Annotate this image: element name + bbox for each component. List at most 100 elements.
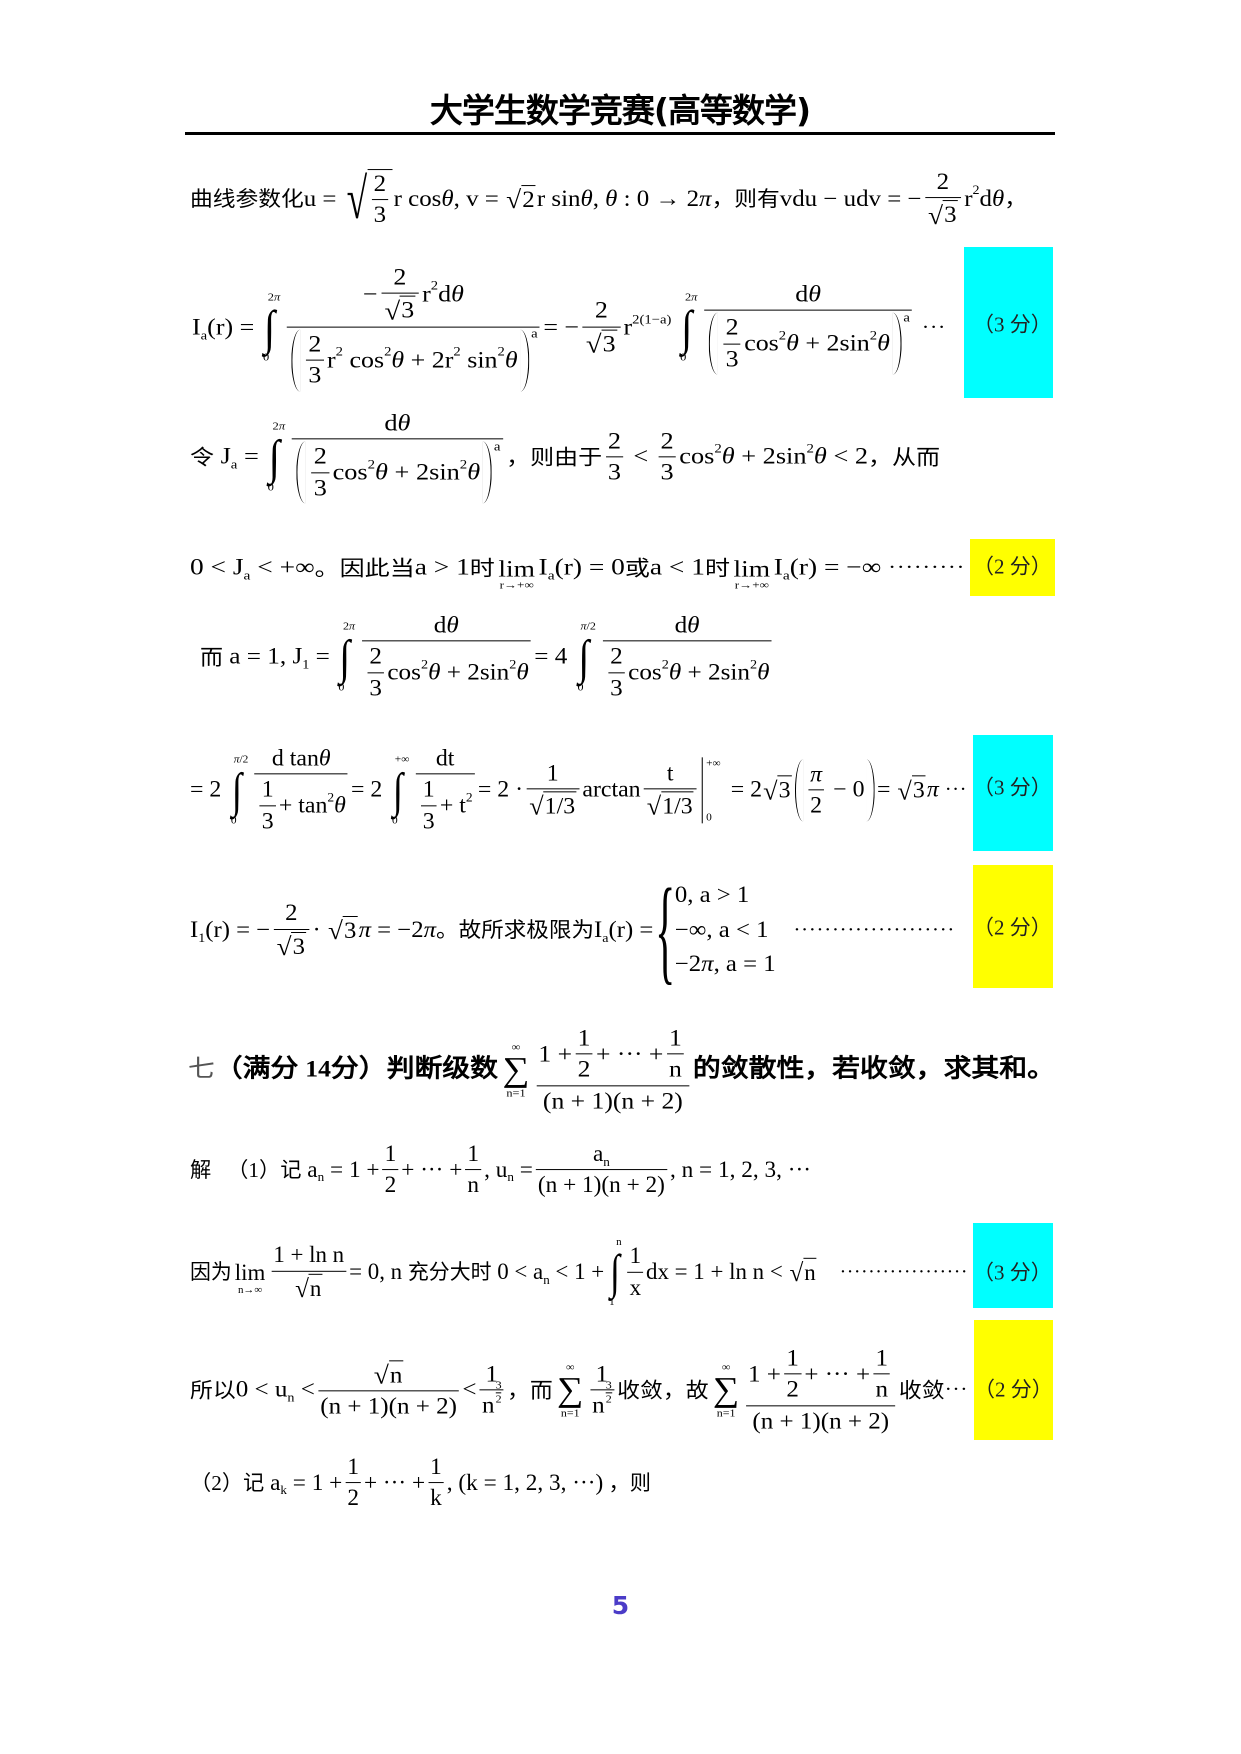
math-text: < 1 + — [549, 1258, 605, 1284]
summation: ∞∑n=1 — [713, 1361, 739, 1419]
math-text: = 2 · — [477, 776, 524, 802]
numerator: 1 — [383, 1141, 399, 1167]
fraction-bar — [924, 197, 961, 199]
upper-limit: n — [616, 1235, 622, 1248]
integral: π/2∫0 — [225, 754, 248, 826]
limit-subscript: n→∞ — [237, 1283, 263, 1296]
math-text: θ + 2sin — [375, 459, 460, 485]
fraction-bar — [415, 773, 475, 775]
math-text: 1 — [577, 1025, 591, 1051]
fraction-bar — [479, 1389, 504, 1391]
case-row: −∞, a < 1 — [675, 917, 776, 943]
left-paren-icon — [708, 312, 718, 375]
fraction-bar — [254, 773, 348, 775]
limit-subscript: r→+∞ — [734, 579, 769, 592]
numerator: 1 — [480, 1361, 504, 1387]
integral-sign-icon: ∫ — [263, 300, 276, 355]
evaluation-bar: +∞0 — [701, 757, 721, 823]
upper-limit: π/2 — [580, 620, 596, 633]
math-text: θ + 2sin — [668, 659, 751, 685]
denominator: n — [873, 1377, 890, 1403]
text: 而 — [200, 644, 223, 669]
square-root: √1/3 — [646, 791, 694, 821]
math-text: arctan — [582, 776, 641, 802]
math-text: a < 1 — [649, 554, 705, 580]
math-text: n — [467, 1172, 480, 1198]
subscript: n — [507, 1169, 514, 1185]
lower-limit: 1 — [609, 1296, 615, 1309]
text: （2）记 — [190, 1470, 265, 1495]
fraction-bar — [286, 326, 540, 328]
math-text: − — [363, 281, 378, 307]
math-text: n — [804, 1259, 816, 1285]
text: 所以 — [190, 1377, 236, 1402]
subscript: n — [543, 1271, 550, 1287]
integral-sign-icon: ∫ — [578, 629, 590, 684]
math-text: 0, a > 1 — [674, 882, 750, 908]
lower-limit: n=1 — [560, 1407, 580, 1419]
superscript: 2 — [509, 656, 517, 672]
summation: ∞∑n=1 — [557, 1361, 583, 1419]
denominator: 3 — [723, 346, 740, 372]
exponent-numerator: 3 — [605, 1379, 612, 1392]
fraction-bar — [704, 309, 913, 311]
case-row: 0, a > 1 — [675, 882, 776, 908]
math-text: = 4 — [534, 643, 568, 669]
right-paren-icon — [867, 759, 875, 821]
fraction-bar — [723, 343, 741, 345]
math-text: 3 — [292, 933, 306, 959]
radicand: 1/3 — [661, 791, 694, 820]
math-text: 2 — [607, 428, 622, 454]
superscript: 2 — [497, 343, 505, 359]
numerator: 2 — [381, 265, 419, 291]
fraction: 2√3 — [582, 298, 621, 358]
superscript: 2 — [778, 327, 787, 343]
case-row: −2π, a = 1 — [675, 951, 776, 977]
numerator: 1 — [575, 1025, 592, 1051]
denominator: 2 — [345, 1486, 361, 1512]
fraction-bar — [367, 672, 385, 674]
superscript: 2 — [335, 343, 344, 359]
fraction-bar — [808, 789, 825, 791]
math-text: r — [964, 185, 973, 211]
fraction-bar — [273, 928, 310, 930]
numerator: dθ — [292, 410, 503, 436]
math-text: cos — [679, 443, 715, 469]
right-paren-icon — [520, 329, 529, 392]
math-text: + ··· + — [401, 1156, 463, 1182]
fraction: 2√3 — [273, 900, 310, 960]
radicand: 3 — [601, 329, 617, 358]
radicand: 3 — [943, 200, 958, 229]
heading-text: （满分 — [214, 1055, 306, 1083]
math-text: < — [294, 1376, 315, 1402]
math-text: (r) = — [608, 916, 654, 942]
math-text: 3 — [610, 675, 623, 701]
math-text: a > 1 — [414, 554, 470, 580]
leader-dots: ····················· — [775, 918, 956, 941]
math-text: 1 — [875, 1345, 889, 1371]
square-root: √3 — [328, 915, 358, 944]
math-text: + ··· + — [364, 1469, 426, 1495]
math-text: 1 — [546, 760, 559, 786]
numerator: 1 — [526, 760, 579, 786]
radical-sign-icon: √ — [646, 792, 662, 821]
numerator: 2 — [306, 332, 323, 358]
fraction-bar — [784, 1373, 802, 1375]
math-text: (r) = — [207, 314, 255, 340]
numerator: √n — [318, 1360, 459, 1388]
integral: 2π∫0 — [259, 292, 280, 364]
